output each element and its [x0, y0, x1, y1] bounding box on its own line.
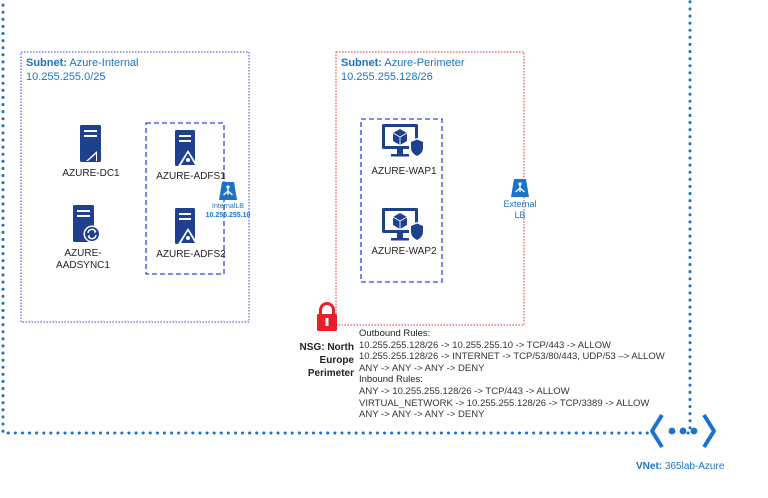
subnet-name: Azure-Internal	[69, 57, 139, 69]
server-sync-icon	[73, 205, 101, 243]
nsg-title-line3: Perimeter	[307, 368, 354, 379]
external-lb-icon	[511, 179, 529, 197]
node-label-aadsync1-line2: AADSYNC1	[56, 260, 110, 271]
subnet-keyword: Subnet:	[341, 57, 382, 69]
wap-group-box	[360, 118, 443, 283]
node-label-dc1: AZURE-DC1	[62, 168, 120, 179]
node-label-wap1: AZURE-WAP1	[371, 166, 437, 177]
nsg-title-line1: NSG: North	[299, 342, 354, 353]
node-label-adfs1: AZURE-ADFS1	[156, 171, 226, 182]
subnet-internal-range: 10.255.255.0/25	[26, 71, 106, 83]
vnet-icon	[650, 413, 716, 449]
adfs-server-icon	[175, 130, 198, 166]
internal-lb-label: InternalLB	[212, 203, 244, 210]
internal-lb-ip: 10.255.255.10	[205, 212, 251, 219]
adfs-server-icon	[175, 208, 198, 244]
subnet-perimeter-range: 10.255.255.128/26	[341, 71, 433, 83]
inbound-rules-header: Inbound Rules:	[359, 374, 423, 386]
node-label-adfs2: AZURE-ADFS2	[156, 249, 226, 260]
outbound-rules-header: Outbound Rules:	[359, 328, 431, 339]
inbound-rule: ANY -> 10.255.255.128/26 -> TCP/443 -> A…	[359, 385, 570, 397]
external-lb-label-line2: LB	[514, 210, 526, 220]
internal-lb-icon	[219, 182, 237, 200]
node-label-wap2: AZURE-WAP2	[371, 246, 437, 257]
nsg-title-line2: Europe	[319, 355, 354, 366]
subnet-keyword: Subnet:	[26, 57, 67, 69]
subnet-internal-title: Subnet: Azure-Internal	[26, 57, 139, 69]
vnet-boundary	[1, 0, 692, 435]
node-label-aadsync1-line1: AZURE-	[64, 248, 102, 259]
vnet-label: VNet: 365lab-Azure	[636, 461, 724, 472]
nsg-rules: Outbound Rules: 10.255.255.128/26 -> 10.…	[359, 328, 665, 421]
vnet-name: 365lab-Azure	[664, 461, 725, 472]
subnet-name: Azure-Perimeter	[384, 57, 465, 69]
subnet-internal-box	[20, 51, 250, 323]
inbound-rule: VIRTUAL_NETWORK -> 10.255.255.128/26 -> …	[359, 397, 650, 409]
wap-monitor-icon	[382, 124, 425, 158]
subnet-perimeter-box	[335, 51, 525, 326]
outbound-rule: 10.255.255.128/26 -> 10.255.255.10 -> TC…	[359, 339, 612, 351]
subnet-perimeter-title: Subnet: Azure-Perimeter	[341, 57, 464, 69]
inbound-rule: ANY -> ANY -> ANY -> DENY	[359, 409, 485, 421]
external-lb-label-line1: External	[503, 199, 537, 209]
lock-icon	[317, 302, 337, 331]
outbound-rule: 10.255.255.128/26 -> INTERNET -> TCP/53/…	[359, 351, 665, 363]
wap-monitor-icon	[382, 208, 425, 242]
server-icon	[80, 125, 101, 162]
vnet-keyword: VNet:	[636, 461, 663, 472]
outbound-rule: ANY -> ANY -> ANY -> DENY	[359, 362, 485, 374]
